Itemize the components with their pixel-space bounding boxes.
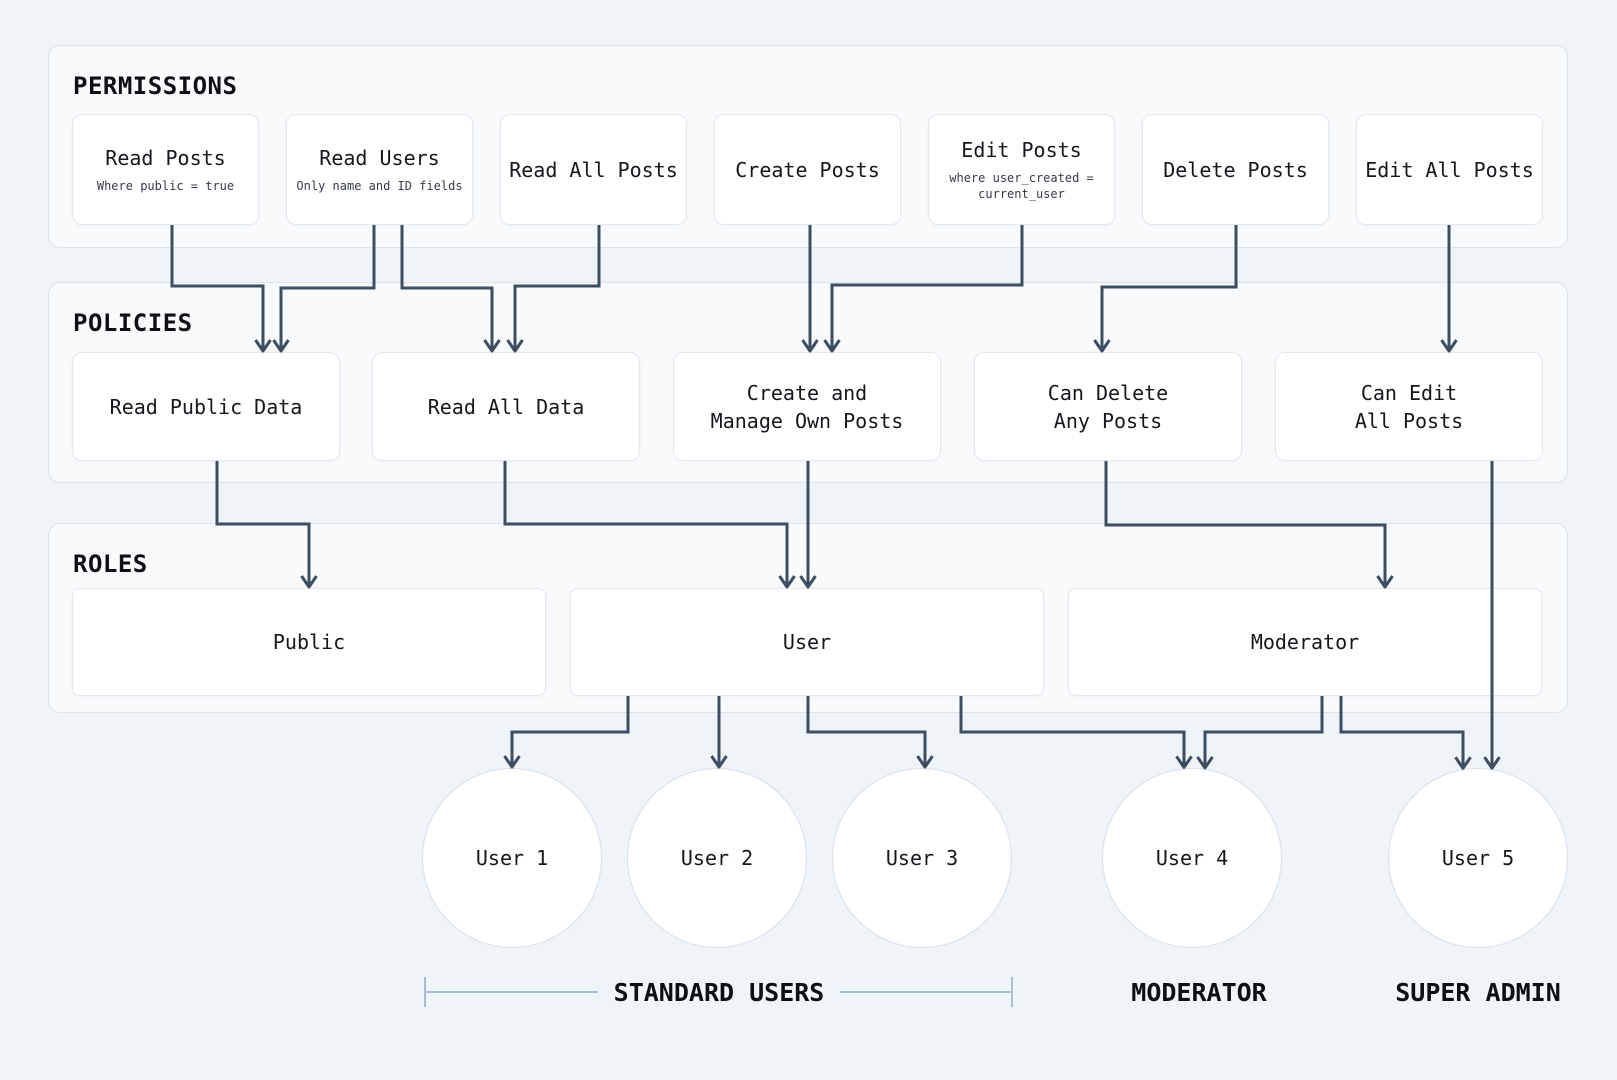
policy-read-all-data: Read All Data [372, 352, 640, 461]
user-1: User 1 [422, 768, 602, 948]
user-4: User 4 [1102, 768, 1282, 948]
permission-label: Delete Posts [1163, 157, 1308, 182]
user-label: User 5 [1441, 846, 1515, 870]
user-label: User 1 [475, 846, 549, 870]
user-3: User 3 [832, 768, 1012, 948]
policy-can-delete-any-posts: Can Delete Any Posts [974, 352, 1242, 461]
policies-title: POLICIES [73, 309, 193, 337]
role-label: User [782, 630, 832, 654]
perm-edit-posts: Edit Posts where user_created = current_… [928, 114, 1115, 225]
user-label: User 4 [1155, 846, 1229, 870]
permission-label: Read Posts [105, 146, 226, 171]
user-2: User 2 [627, 768, 807, 948]
user-label: User 2 [680, 846, 754, 870]
policy-label: Create and Manage Own Posts [710, 380, 904, 433]
policy-label: Can Edit All Posts [1354, 380, 1464, 433]
permission-label: Edit All Posts [1365, 157, 1534, 182]
role-user: User [570, 588, 1044, 696]
role-public: Public [72, 588, 546, 696]
roles-title: ROLES [73, 550, 148, 578]
permission-note: Where public = true [96, 179, 235, 194]
policy-create-manage-own-posts: Create and Manage Own Posts [673, 352, 941, 461]
standard-users-label: STANDARD USERS [613, 978, 825, 1007]
permission-note: where user_created = current_user [949, 171, 1094, 201]
moderator-group-label: MODERATOR [1131, 978, 1267, 1007]
policy-can-edit-all-posts: Can Edit All Posts [1275, 352, 1543, 461]
perm-delete-posts: Delete Posts [1142, 114, 1329, 225]
perm-edit-all-posts: Edit All Posts [1356, 114, 1543, 225]
policy-label: Can Delete Any Posts [1047, 380, 1169, 433]
standard-users-bracket-left-tick [424, 977, 426, 1007]
standard-users-bracket-right-line [840, 991, 1011, 993]
role-moderator: Moderator [1068, 588, 1542, 696]
policy-label: Read Public Data [109, 394, 303, 419]
permission-label: Create Posts [735, 157, 880, 182]
super-admin-label: SUPER ADMIN [1395, 978, 1561, 1007]
policy-read-public-data: Read Public Data [72, 352, 340, 461]
perm-read-users: Read Users Only name and ID fields [286, 114, 473, 225]
perm-read-all-posts: Read All Posts [500, 114, 687, 225]
standard-users-bracket-left-line [426, 991, 598, 993]
user-label: User 3 [885, 846, 959, 870]
permission-note: Only name and ID fields [296, 179, 463, 194]
permission-label: Edit Posts [961, 138, 1082, 163]
permission-label: Read All Posts [509, 157, 678, 182]
role-label: Public [272, 630, 346, 654]
policy-label: Read All Data [427, 394, 585, 419]
role-label: Moderator [1250, 630, 1360, 654]
standard-users-bracket-right-tick [1011, 977, 1013, 1007]
perm-create-posts: Create Posts [714, 114, 901, 225]
permission-label: Read Users [319, 146, 440, 171]
permissions-title: PERMISSIONS [73, 72, 238, 100]
user-5: User 5 [1388, 768, 1568, 948]
perm-read-posts: Read Posts Where public = true [72, 114, 259, 225]
